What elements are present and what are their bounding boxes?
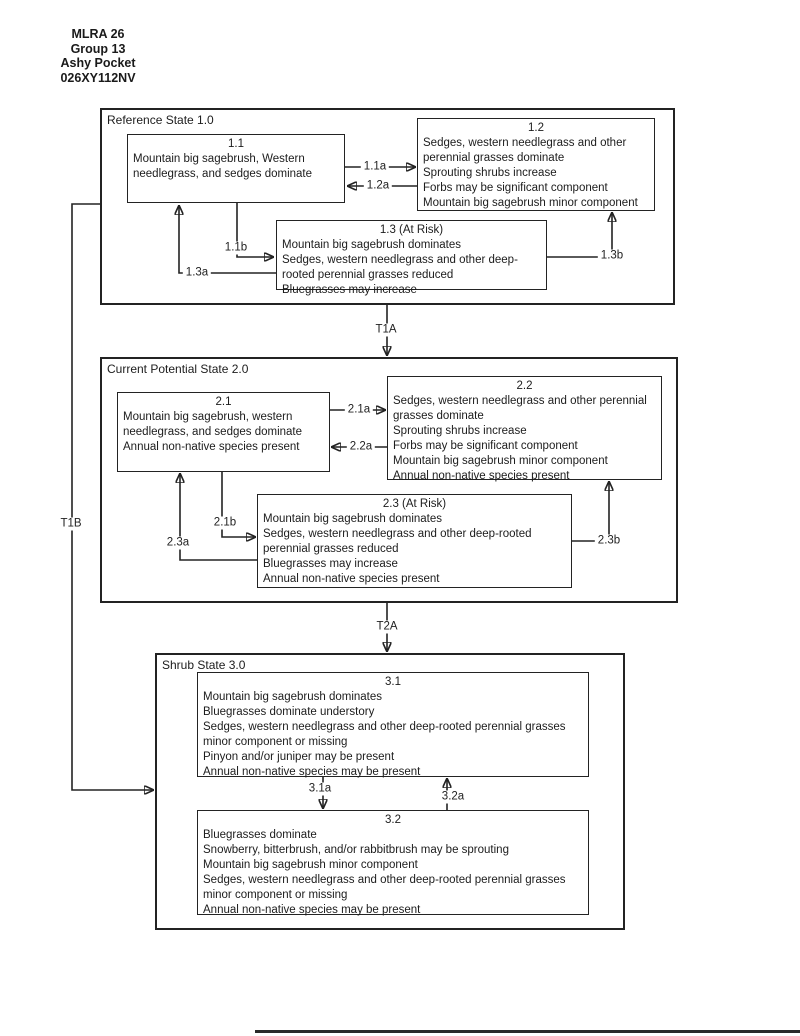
pathway-label-2-2a: 2.2a	[346, 440, 376, 454]
community-box-1-3: 1.3 (At Risk) Mountain big sagebrush dom…	[276, 220, 547, 296]
header-line: Group 13	[70, 41, 126, 56]
community-title: 1.2	[528, 122, 544, 134]
community-line: Mountain big sagebrush dominates	[263, 513, 443, 525]
community-line: Pinyon and/or juniper may be present	[203, 751, 395, 763]
community-title: 3.2	[385, 814, 401, 826]
community-line: Sprouting shrubs increase	[393, 425, 527, 437]
scan-artifact-line	[255, 1030, 800, 1033]
community-box-2-1: 2.1 Mountain big sagebrush, western need…	[117, 392, 330, 472]
community-line: Annual non-native species may be present	[203, 904, 421, 916]
header-line: Ashy Pocket	[60, 56, 136, 70]
transition-label-t1b: T1B	[57, 517, 85, 531]
community-line: Bluegrasses dominate understory	[203, 706, 375, 718]
community-line: Annual non-native species present	[123, 441, 300, 453]
community-box-1-2: 1.2 Sedges, western needlegrass and othe…	[417, 118, 655, 211]
pathway-label-2-1a: 2.1a	[344, 403, 374, 417]
pathway-label-1-1a: 1.1a	[360, 160, 390, 174]
community-line: Mountain big sagebrush minor component	[423, 197, 638, 209]
community-line: Bluegrasses may increase	[263, 558, 398, 570]
community-title: 2.3 (At Risk)	[382, 498, 447, 510]
community-title: 2.1	[215, 396, 232, 408]
community-title: 3.1	[385, 676, 401, 688]
pathway-label-3-1a: 3.1a	[305, 782, 335, 796]
pathway-label-2-3b: 2.3b	[594, 534, 624, 548]
community-box-2-2: 2.2 Sedges, western needlegrass and othe…	[387, 376, 662, 482]
community-line: Bluegrasses dominate	[203, 829, 317, 841]
pathway-label-1-3b: 1.3b	[597, 249, 627, 263]
community-line: Sedges, western needlegrass and other de…	[263, 528, 532, 555]
community-line: Sedges, western needlegrass and other de…	[203, 874, 566, 901]
community-line: Annual non-native species present	[263, 573, 440, 585]
community-line: Sedges, western needlegrass and other pe…	[423, 137, 627, 164]
pathway-label-2-1b: 2.1b	[210, 516, 240, 530]
community-line: Annual non-native species may be present	[203, 766, 421, 778]
community-line: Mountain big sagebrush, western needlegr…	[123, 411, 303, 438]
community-line: Forbs may be significant component	[423, 182, 608, 194]
community-title: 1.3 (At Risk)	[379, 224, 444, 236]
document-header: MLRA 26 Group 13 Ashy Pocket 026XY112NV	[48, 27, 148, 85]
community-line: Annual non-native species present	[393, 470, 570, 482]
transition-label-t1a: T1A	[372, 323, 400, 337]
community-line: Sedges, western needlegrass and other de…	[203, 721, 566, 748]
community-line: Forbs may be significant component	[393, 440, 578, 452]
pathway-label-2-3a: 2.3a	[163, 536, 193, 550]
community-line: Sedges, western needlegrass and other pe…	[393, 395, 647, 422]
state-title: Reference State 1.0	[107, 113, 214, 127]
community-line: Mountain big sagebrush dominates	[282, 239, 462, 251]
pathway-label-3-2a: 3.2a	[438, 790, 468, 804]
pathway-label-1-1b: 1.1b	[221, 241, 251, 255]
community-title: 1.1	[228, 138, 244, 150]
community-line: Sprouting shrubs increase	[423, 167, 557, 179]
community-title: 2.2	[516, 380, 533, 392]
header-line: MLRA 26	[71, 27, 125, 41]
community-line: Mountain big sagebrush, Western needlegr…	[133, 153, 313, 180]
state-title: Current Potential State 2.0	[107, 362, 249, 376]
community-line: Snowberry, bitterbrush, and/or rabbitbru…	[203, 844, 509, 856]
pathway-label-1-3a: 1.3a	[182, 266, 212, 280]
community-line: Mountain big sagebrush minor component	[203, 859, 418, 871]
community-line: Sedges, western needlegrass and other de…	[282, 254, 518, 281]
community-line: Mountain big sagebrush minor component	[393, 455, 608, 467]
pathway-label-1-2a: 1.2a	[363, 179, 393, 193]
community-box-3-2: 3.2 Bluegrasses dominate Snowberry, bitt…	[197, 810, 589, 916]
community-box-1-1: 1.1 Mountain big sagebrush, Western need…	[127, 134, 345, 203]
community-line: Mountain big sagebrush dominates	[203, 691, 383, 703]
state-title: Shrub State 3.0	[162, 658, 246, 672]
community-line: Bluegrasses may increase	[282, 284, 417, 296]
community-box-3-1: 3.1 Mountain big sagebrush dominates Blu…	[197, 672, 589, 778]
transition-label-t2a: T2A	[373, 620, 401, 634]
community-box-2-3: 2.3 (At Risk) Mountain big sagebrush dom…	[257, 494, 572, 588]
header-line: 026XY112NV	[60, 70, 136, 85]
